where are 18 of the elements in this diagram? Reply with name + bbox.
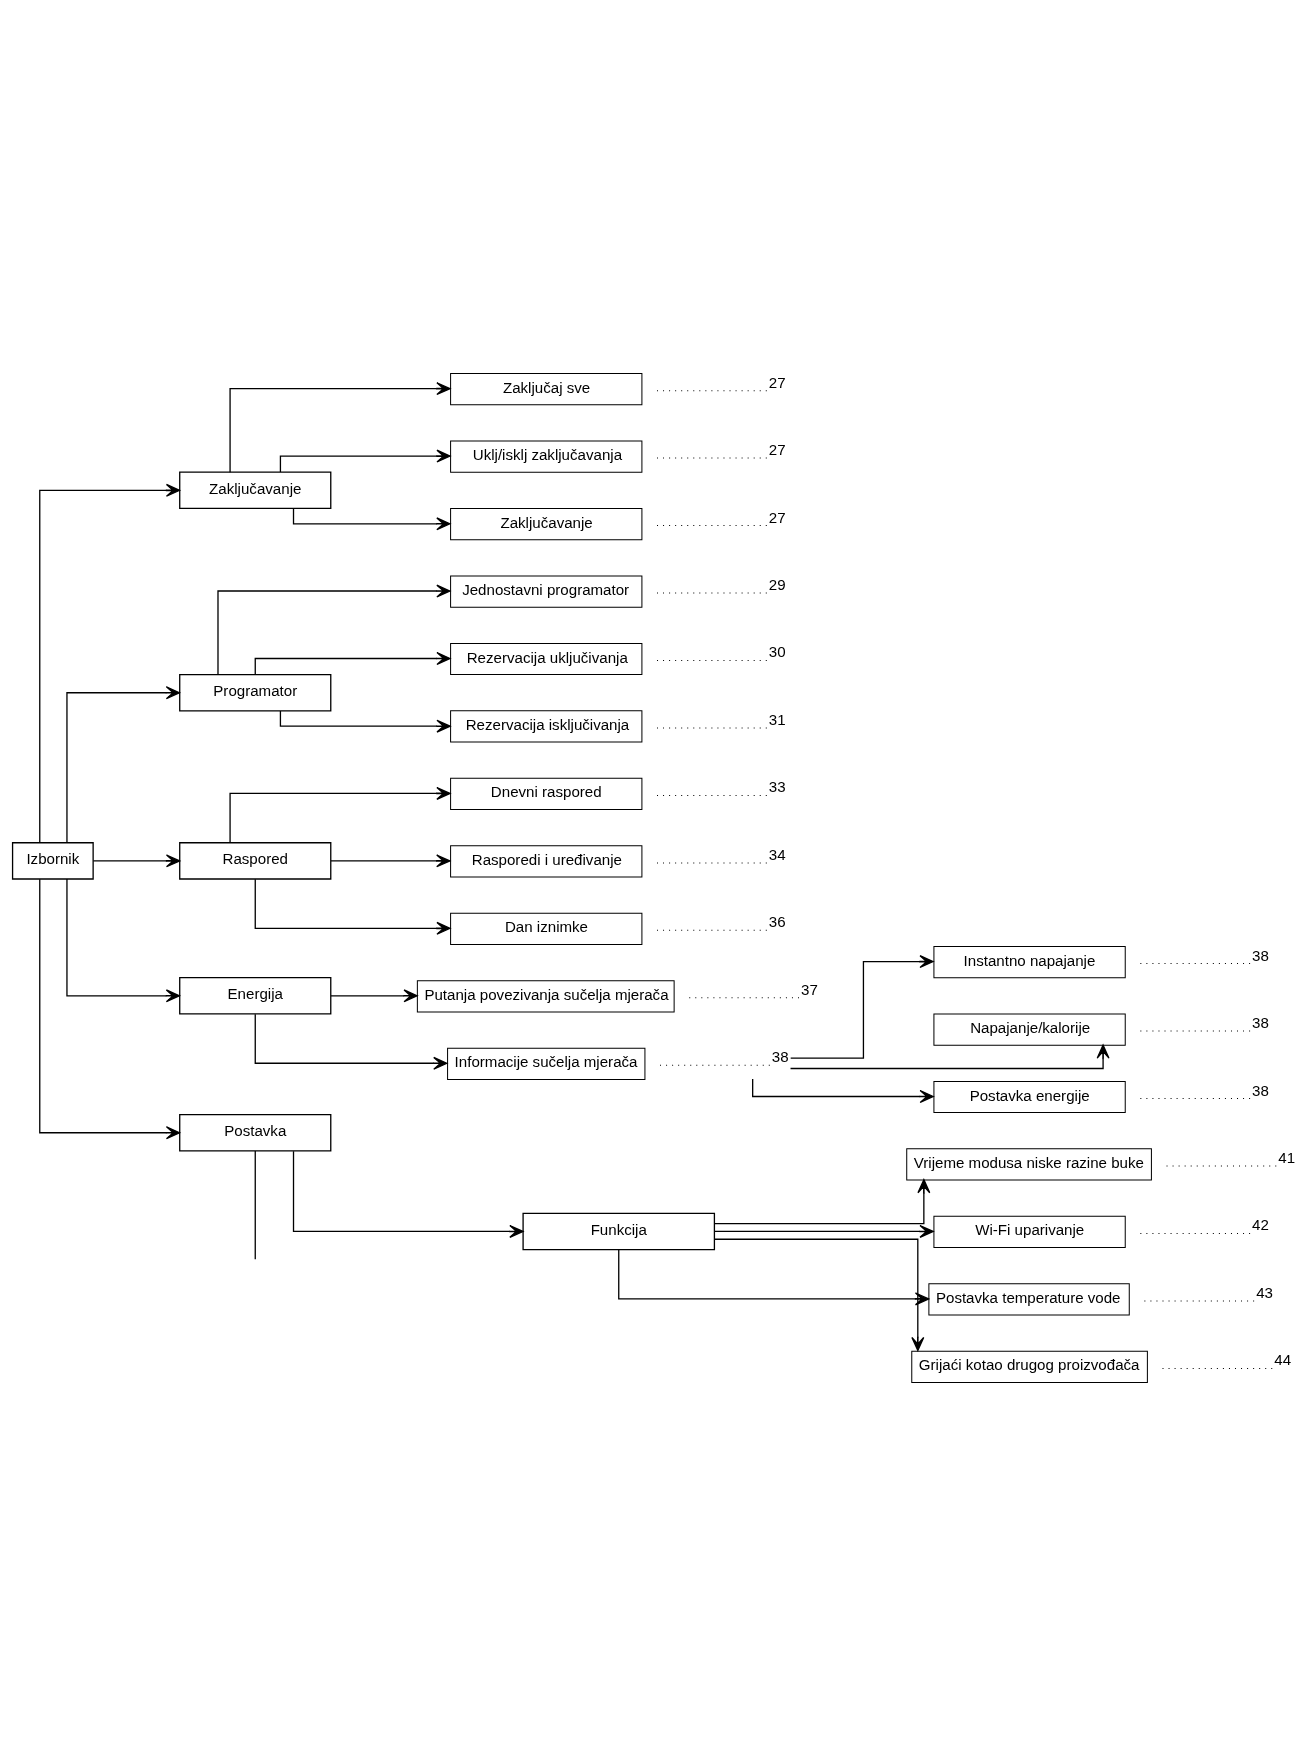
node-label: 29 bbox=[768, 575, 786, 593]
node-label: 43 bbox=[1256, 1283, 1273, 1301]
node-label: 44 bbox=[1274, 1350, 1292, 1368]
node-label: 34 bbox=[768, 845, 786, 863]
node-label: 38 bbox=[771, 1047, 789, 1065]
node-label: 37 bbox=[801, 980, 818, 998]
node-label: 42 bbox=[1252, 1215, 1269, 1233]
node-label: 27 bbox=[768, 373, 786, 391]
node-label: 27 bbox=[768, 508, 786, 526]
node-label: 33 bbox=[768, 777, 786, 795]
node-label: 36 bbox=[768, 912, 786, 930]
node-label: 38 bbox=[1252, 1081, 1269, 1098]
node-label: 38 bbox=[1252, 946, 1269, 964]
node-label: 31 bbox=[768, 710, 786, 728]
node-label: 30 bbox=[768, 642, 786, 660]
node-label: 38 bbox=[1252, 1013, 1269, 1031]
node-label: 41 bbox=[1278, 1148, 1296, 1166]
node-label: 27 bbox=[768, 440, 786, 458]
